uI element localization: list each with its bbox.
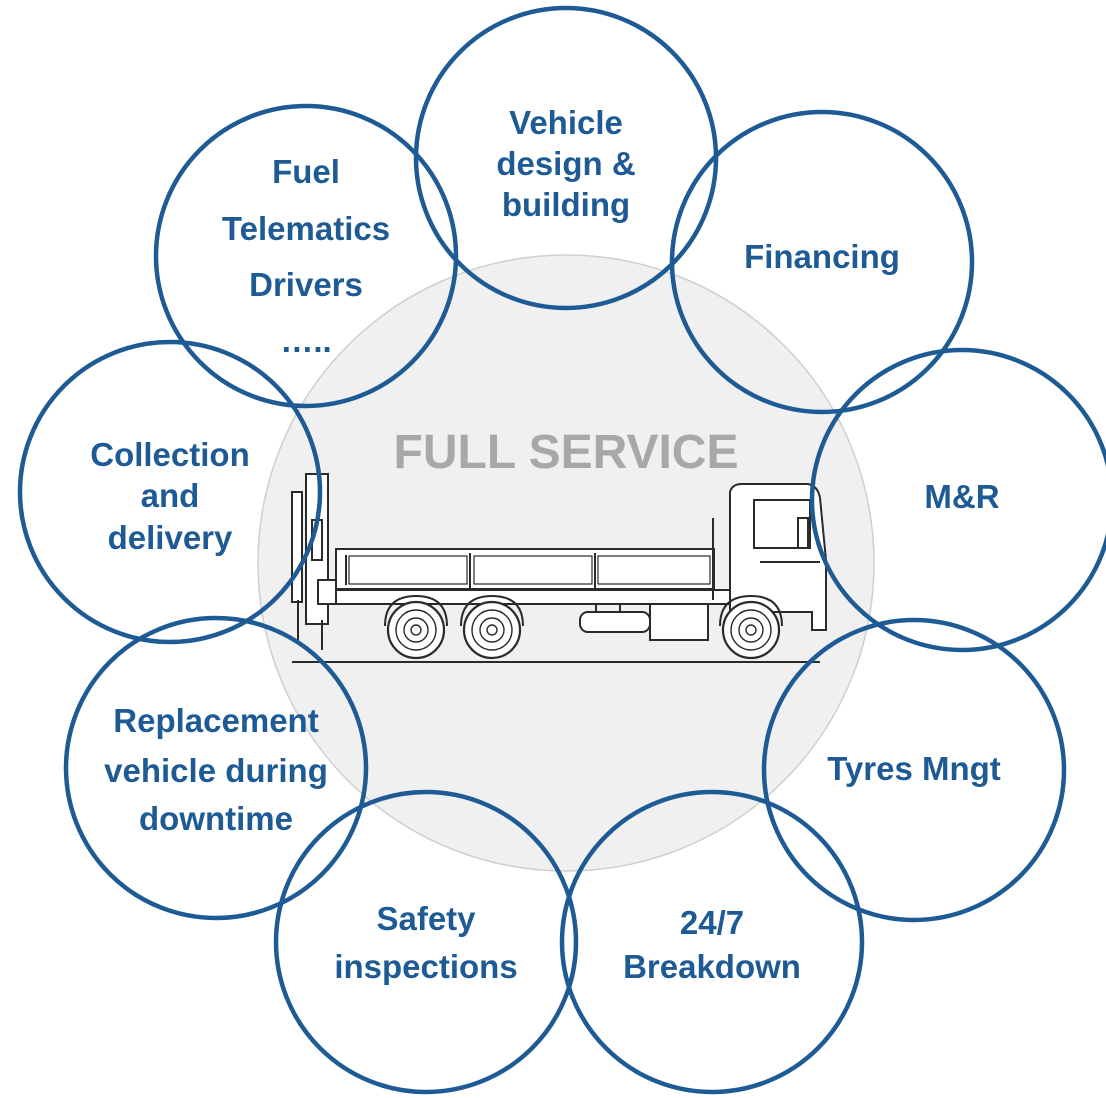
breakdown-ring (559, 789, 865, 1095)
m-and-r-label: M&R (924, 478, 999, 515)
safety-label-line: inspections (334, 948, 517, 985)
safety-ring (273, 789, 579, 1095)
breakdown-label-line: Breakdown (623, 948, 801, 985)
financing-label-line: Financing (744, 238, 900, 275)
truck-illustration (291, 473, 827, 663)
breakdown-label-line: 24/7 (680, 904, 744, 941)
replacement-label-line: downtime (139, 800, 293, 837)
collection-label-line: and (141, 477, 200, 514)
fuel-telematics-label-line: ….. (280, 322, 331, 359)
tyres-ring (761, 617, 1067, 923)
collection-label-line: delivery (108, 519, 233, 556)
replacement-label: Replacement vehicle during downtime (104, 702, 328, 837)
vehicle-design-label-line: design & (496, 145, 635, 182)
safety-label: Safety inspections (334, 900, 517, 985)
safety-label-line: Safety (376, 900, 476, 937)
tyres-label: Tyres Mngt (827, 750, 1001, 787)
financing-label: Financing (744, 238, 900, 275)
m-and-r-label-line: M&R (924, 478, 999, 515)
fuel-telematics-label-line: Telematics (222, 210, 390, 247)
fuel-telematics-label-line: Fuel (272, 153, 340, 190)
center-label: FULL SERVICE (394, 426, 739, 479)
replacement-label-line: vehicle during (104, 752, 328, 789)
fuel-telematics-label-line: Drivers (249, 266, 363, 303)
collection-label: Collection and delivery (90, 436, 250, 556)
replacement-label-line: Replacement (113, 702, 318, 739)
vehicle-design-label-line: building (502, 186, 630, 223)
financing-ring (669, 109, 975, 415)
tyres-label-line: Tyres Mngt (827, 750, 1001, 787)
vehicle-design-label: Vehicle design & building (496, 104, 635, 223)
vehicle-design-label-line: Vehicle (509, 104, 623, 141)
fuel-telematics-ring (153, 103, 459, 409)
replacement-ring (63, 615, 369, 921)
m-and-r-ring (809, 347, 1106, 653)
collection-label-line: Collection (90, 436, 250, 473)
collection-ring (17, 339, 323, 645)
service-rings (17, 5, 1106, 1095)
